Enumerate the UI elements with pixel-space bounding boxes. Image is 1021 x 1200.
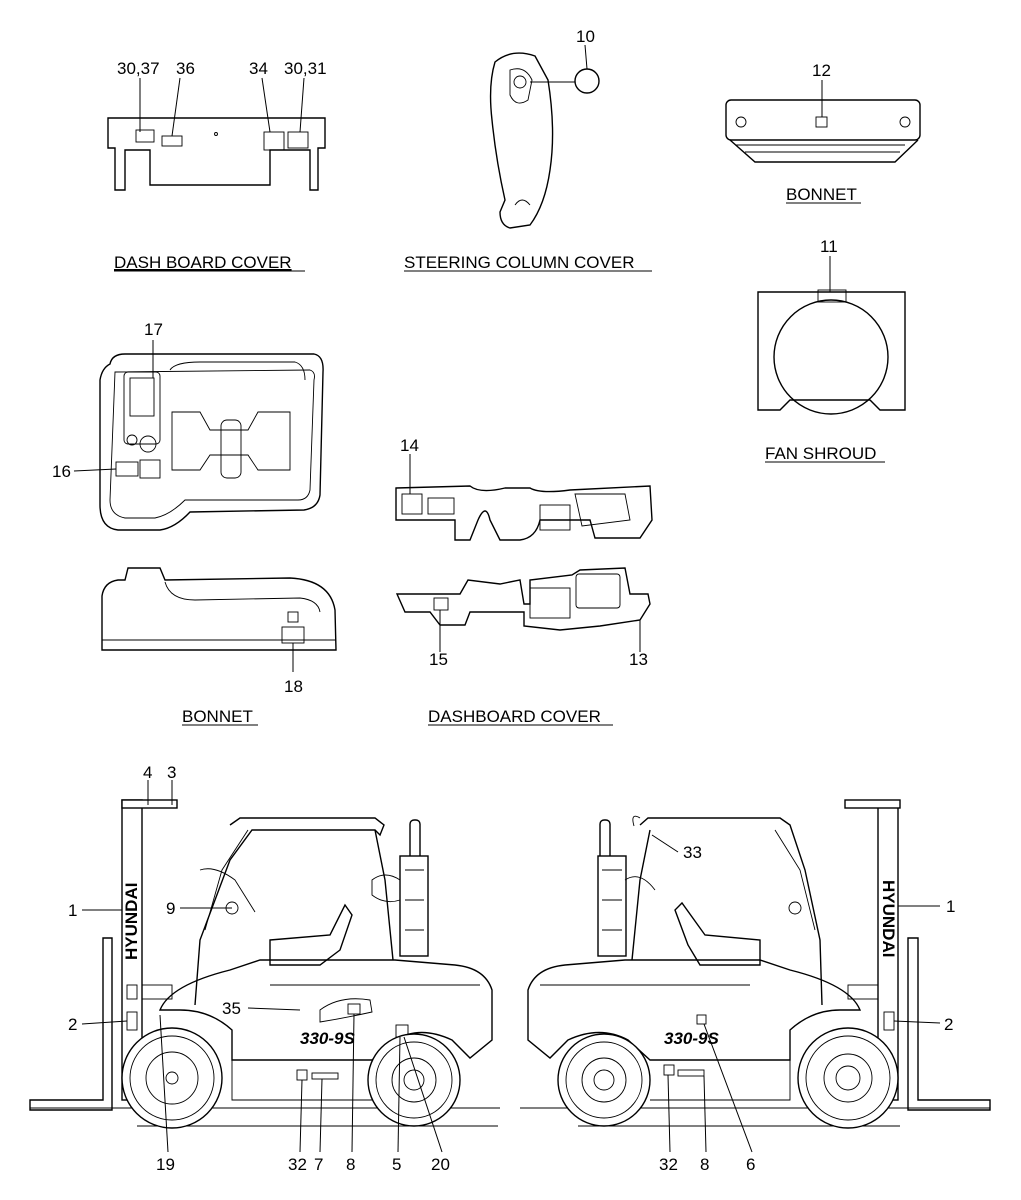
callout-4: 4 xyxy=(143,763,152,782)
callout-2-right: 2 xyxy=(944,1015,953,1034)
callout-15: 15 xyxy=(429,650,448,669)
callout-20: 20 xyxy=(431,1155,450,1174)
callout-9: 9 xyxy=(166,899,175,918)
callout-5: 5 xyxy=(392,1155,401,1174)
bonnet-side-view-drawing xyxy=(101,567,337,672)
callout-36: 36 xyxy=(176,59,195,78)
callout-12: 12 xyxy=(812,61,831,80)
mast-brand-decal-left: HYUNDAI xyxy=(122,883,141,960)
callout-10: 10 xyxy=(576,27,595,46)
callout-30-37: 30,37 xyxy=(117,59,160,78)
callout-8-right: 8 xyxy=(700,1155,709,1174)
callout-2-left: 2 xyxy=(68,1015,77,1034)
callout-6: 6 xyxy=(746,1155,755,1174)
callout-19: 19 xyxy=(156,1155,175,1174)
callout-34: 34 xyxy=(249,59,268,78)
dashboard-cover-drawing xyxy=(395,454,653,652)
caption-dash-board-cover: DASH BOARD COVER xyxy=(114,253,292,272)
mast-brand-decal-right: HYUNDAI xyxy=(879,880,898,957)
callout-32-left: 32 xyxy=(288,1155,307,1174)
caption-bonnet-rear: BONNET xyxy=(786,185,857,204)
callout-17: 17 xyxy=(144,320,163,339)
callout-1-left: 1 xyxy=(68,901,77,920)
callout-7: 7 xyxy=(314,1155,323,1174)
callout-11: 11 xyxy=(820,237,838,256)
dash-board-cover-drawing xyxy=(107,77,326,191)
callout-30-31: 30,31 xyxy=(284,59,327,78)
callout-14: 14 xyxy=(400,436,419,455)
callout-3: 3 xyxy=(167,763,176,782)
steering-column-cover-drawing xyxy=(489,44,600,229)
caption-bonnet-side: BONNET xyxy=(182,707,253,726)
bonnet-rear-drawing xyxy=(725,80,921,163)
caption-fan-shroud: FAN SHROUD xyxy=(765,444,876,463)
callout-18: 18 xyxy=(284,677,303,696)
callout-35: 35 xyxy=(222,999,241,1018)
caption-steering-column-cover: STEERING COLUMN COVER xyxy=(404,253,634,272)
fan-shroud-drawing xyxy=(757,256,906,415)
callout-33: 33 xyxy=(683,843,702,862)
caption-dashboard-cover: DASHBOARD COVER xyxy=(428,707,601,726)
callout-8-left: 8 xyxy=(346,1155,355,1174)
callout-13: 13 xyxy=(629,650,648,669)
bonnet-top-view-drawing xyxy=(73,340,324,531)
forklift-right-side-drawing xyxy=(520,799,991,1153)
callout-16: 16 xyxy=(52,462,71,481)
model-badge-right: 330-9S xyxy=(664,1029,719,1048)
forklift-left-side-drawing xyxy=(29,780,500,1153)
callout-1-right: 1 xyxy=(946,897,955,916)
callout-32-right: 32 xyxy=(659,1155,678,1174)
model-badge-left: 330-9S xyxy=(300,1029,355,1048)
